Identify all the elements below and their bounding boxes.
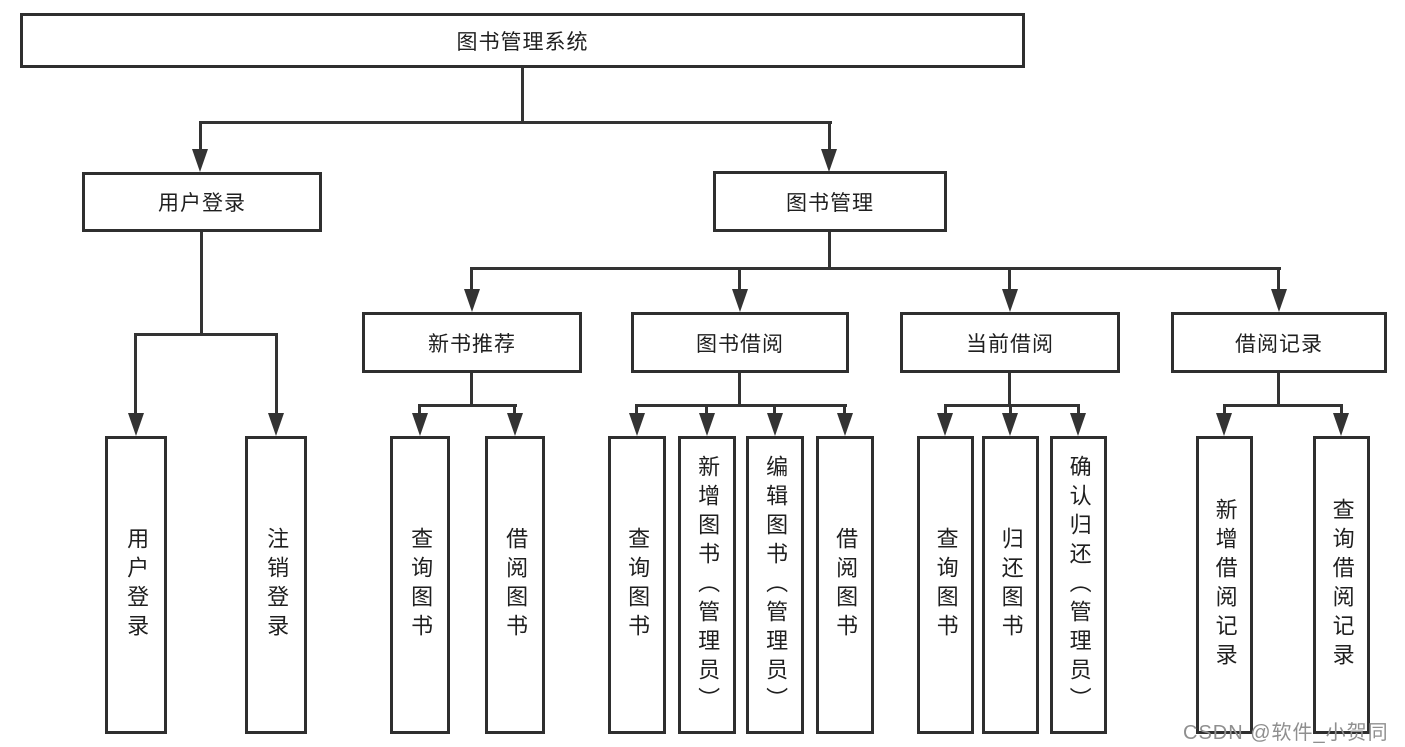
arrowhead-down-icon (937, 413, 953, 436)
arrowhead-down-icon (629, 413, 645, 436)
connector-line (1277, 373, 1280, 407)
leaf-label: 确认归还（管理员） (1066, 454, 1092, 716)
connector-line (1340, 404, 1343, 415)
node-borrowing-records: 借阅记录 (1171, 312, 1387, 373)
connector-line (513, 404, 516, 415)
node-label: 当前借阅 (966, 332, 1054, 356)
connector-line (1077, 404, 1080, 415)
arrowhead-down-icon (699, 413, 715, 436)
connector-line (199, 121, 832, 124)
leaf-borrow-books-borrowing: 借阅图书 (816, 436, 874, 734)
leaf-add-books-admin: 新增图书（管理员） (678, 436, 736, 734)
arrowhead-down-icon (1002, 413, 1018, 436)
leaf-label: 新增图书（管理员） (695, 454, 721, 716)
leaf-add-borrow-record: 新增借阅记录 (1196, 436, 1253, 734)
leaf-confirm-return-admin: 确认归还（管理员） (1050, 436, 1107, 734)
arrowhead-down-icon (1333, 413, 1349, 436)
connector-line (828, 121, 831, 153)
connector-line (1008, 373, 1011, 407)
leaf-label: 归还图书 (998, 527, 1024, 643)
connector-line (843, 404, 846, 415)
connector-line (773, 404, 776, 415)
connector-line (470, 267, 1281, 270)
node-label: 图书借阅 (696, 332, 784, 356)
connector-line (635, 404, 847, 407)
connector-line (134, 333, 137, 413)
connector-line (738, 373, 741, 407)
connector-line (1009, 404, 1012, 415)
connector-line (705, 404, 708, 415)
arrowhead-down-icon (1070, 413, 1086, 436)
arrowhead-down-icon (1002, 289, 1018, 312)
node-label: 用户登录 (158, 192, 246, 215)
leaf-label: 查询图书 (625, 527, 651, 643)
connector-line (944, 404, 947, 415)
connector-line (738, 267, 741, 291)
leaf-return-books: 归还图书 (982, 436, 1039, 734)
leaf-query-borrow-record: 查询借阅记录 (1313, 436, 1370, 734)
leaf-label: 借阅图书 (833, 527, 859, 643)
connector-line (200, 232, 203, 336)
node-label: 借阅记录 (1235, 332, 1323, 356)
arrowhead-down-icon (1216, 413, 1232, 436)
leaf-query-books-recommend: 查询图书 (390, 436, 450, 734)
leaf-logout: 注销登录 (245, 436, 307, 734)
connector-line (275, 333, 278, 413)
node-current-borrowing: 当前借阅 (900, 312, 1120, 373)
arrowhead-down-icon (1271, 289, 1287, 312)
leaf-label: 编辑图书（管理员） (763, 454, 789, 716)
leaf-label: 借阅图书 (503, 527, 529, 643)
arrowhead-down-icon (837, 413, 853, 436)
node-library-system: 图书管理系统 (20, 13, 1025, 68)
leaf-user-login: 用户登录 (105, 436, 167, 734)
connector-line (470, 267, 473, 291)
arrowhead-down-icon (268, 413, 284, 436)
csdn-watermark: CSDN @软件_小贺同学 (1183, 722, 1389, 744)
connector-line (470, 373, 473, 407)
arrowhead-down-icon (507, 413, 523, 436)
connector-line (635, 404, 638, 415)
connector-line (418, 404, 421, 415)
leaf-label: 查询图书 (408, 527, 434, 643)
arrowhead-down-icon (767, 413, 783, 436)
node-label: 图书管理系统 (456, 30, 589, 54)
node-label: 图书管理 (786, 191, 874, 215)
arrowhead-down-icon (464, 289, 480, 312)
arrowhead-down-icon (412, 413, 428, 436)
node-label: 新书推荐 (428, 332, 516, 356)
connector-line (199, 121, 202, 153)
arrowhead-down-icon (128, 413, 144, 436)
arrowhead-down-icon (192, 149, 208, 172)
leaf-label: 查询借阅记录 (1329, 498, 1355, 672)
connector-line (1223, 404, 1226, 415)
leaf-label: 查询图书 (933, 527, 959, 643)
node-book-management: 图书管理 (713, 171, 947, 232)
connector-line (1277, 267, 1280, 291)
leaf-query-books-current: 查询图书 (917, 436, 974, 734)
leaf-borrow-books-recommend: 借阅图书 (485, 436, 545, 734)
leaf-label: 新增借阅记录 (1212, 498, 1238, 672)
leaf-edit-books-admin: 编辑图书（管理员） (746, 436, 804, 734)
node-book-borrowing: 图书借阅 (631, 312, 849, 373)
node-user-login: 用户登录 (82, 172, 322, 232)
connector-line (944, 404, 1080, 407)
leaf-label: 注销登录 (264, 527, 290, 643)
arrowhead-down-icon (821, 149, 837, 172)
node-new-book-recommendation: 新书推荐 (362, 312, 582, 373)
connector-line (1008, 267, 1011, 291)
leaf-query-books-borrowing: 查询图书 (608, 436, 666, 734)
leaf-label: 用户登录 (124, 527, 150, 643)
connector-line (1223, 404, 1343, 407)
connector-line (134, 333, 278, 336)
connector-line (521, 68, 524, 124)
connector-line (418, 404, 517, 407)
connector-line (828, 232, 831, 270)
arrowhead-down-icon (732, 289, 748, 312)
